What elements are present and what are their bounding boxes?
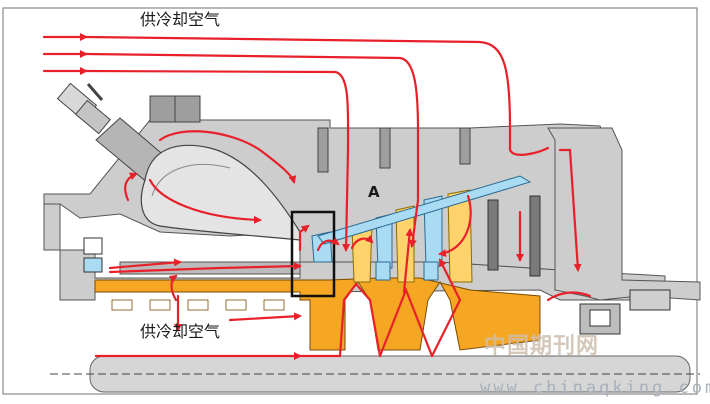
cooling-air-supply-label-top: 供冷却空气	[140, 10, 221, 29]
watermark-url: www.chinaqking.com	[480, 378, 710, 398]
figure-frame	[2, 7, 698, 395]
support-posts	[317, 127, 471, 173]
highlight-box	[290, 210, 336, 298]
rotor-slots	[111, 299, 285, 311]
tip-manifold	[317, 175, 532, 245]
inlet-fitting	[83, 257, 103, 273]
rotor-blades	[351, 189, 473, 283]
cooling-airflow-arrows	[42, 33, 592, 360]
cooling-air-supply-label-bottom: 供冷却空气	[140, 322, 221, 341]
rear-bearing	[579, 289, 671, 335]
section-marker-label: A	[368, 183, 380, 201]
main-shaft	[50, 355, 700, 393]
watermark-chinese: 中国期刊网	[484, 334, 600, 359]
exit-struts	[487, 195, 541, 277]
